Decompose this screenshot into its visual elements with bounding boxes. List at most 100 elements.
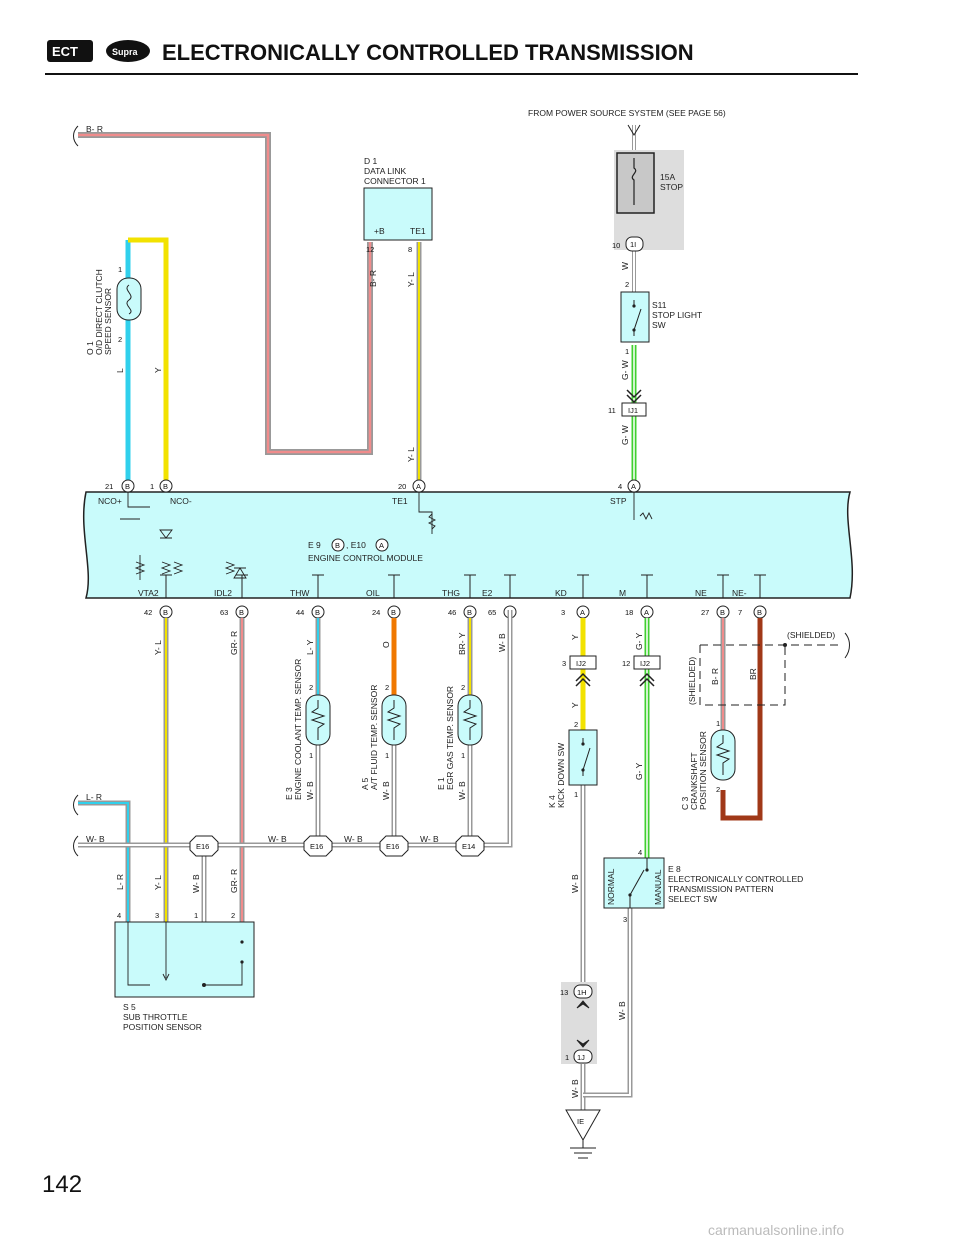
junction-1j-label: 1J bbox=[577, 1053, 585, 1062]
ecm-bottom-pin-num: 3 bbox=[561, 608, 565, 617]
stop-sw-id: S11 bbox=[652, 300, 667, 310]
wire-yl-label-dl2: Y- L bbox=[406, 447, 416, 462]
supra-logo-label: Supra bbox=[112, 47, 139, 57]
kick-id: K 4 bbox=[547, 795, 557, 808]
crank-pin1: 1 bbox=[716, 719, 720, 728]
e8-pin4: 4 bbox=[638, 848, 642, 857]
ecm-conn-a bbox=[375, 538, 389, 552]
data-link-pin-te1: TE1 bbox=[410, 226, 426, 236]
wire-break-icon bbox=[73, 794, 79, 857]
e8-name1: ELECTRONICALLY CONTROLLED bbox=[668, 874, 803, 884]
shielded-label-2: (SHIELDED) bbox=[687, 657, 697, 705]
ecm-bottom-pin-num: 18 bbox=[625, 608, 633, 617]
ecm-bottom-pin-label: VTA2 bbox=[138, 588, 159, 598]
wire-gw-label-1: G- W bbox=[620, 360, 630, 380]
ecm-bottom-pin-label: KD bbox=[555, 588, 567, 598]
ecm-bottom-pin-label: IDL2 bbox=[214, 588, 232, 598]
ecm-id-e10: , E10 bbox=[346, 540, 366, 550]
wire-wb-label-gnd: W- B bbox=[570, 1079, 580, 1098]
od-pin1: 1 bbox=[118, 265, 122, 274]
ecm-bottom-pin-conn: B bbox=[467, 608, 472, 617]
wire-lr-core bbox=[78, 802, 129, 925]
ecm-pin-1-num: 1 bbox=[150, 482, 154, 491]
data-link-id: D 1 bbox=[364, 156, 378, 166]
ecm-pin-20-num: 20 bbox=[398, 482, 406, 491]
s5-name2: POSITION SENSOR bbox=[123, 1022, 202, 1032]
ecm-top-pins: 21 B NCO+ 1 B NCO- 20 A TE1 4 A STP bbox=[98, 479, 641, 506]
data-link-num8: 8 bbox=[408, 245, 412, 254]
wire-br-main-core bbox=[78, 133, 372, 454]
crank-sensor bbox=[710, 729, 736, 781]
atf-name: A/T FLUID TEMP. SENSOR bbox=[369, 685, 379, 790]
egr-pin1: 1 bbox=[461, 751, 465, 760]
ecm-pin-20-conn: A bbox=[416, 482, 421, 491]
wire-wb-label-e3: W- B bbox=[305, 781, 315, 800]
ecm-pin-stub bbox=[504, 574, 516, 598]
ecm-bottom-pin-num: 24 bbox=[372, 608, 380, 617]
data-link-name1: DATA LINK bbox=[364, 166, 407, 176]
ect-badge-label: ECT bbox=[52, 44, 78, 59]
stop-sw-name2: SW bbox=[652, 320, 666, 330]
data-link-connector bbox=[363, 187, 433, 241]
wire-ly-label: L- Y bbox=[305, 639, 315, 655]
wire-y-label-kd2: Y bbox=[570, 702, 580, 708]
e8-name2: TRANSMISSION PATTERN bbox=[668, 884, 773, 894]
shield-outline bbox=[699, 644, 840, 706]
ecm-label-nco-plus: NCO+ bbox=[98, 496, 122, 506]
atf-pin2: 2 bbox=[385, 683, 389, 692]
ecm-bottom-pin-label: NE- bbox=[732, 588, 747, 598]
atf-pin1: 1 bbox=[385, 751, 389, 760]
ecm-bottom-pin-conn: B bbox=[720, 608, 725, 617]
wire-wb-label-e2: W- B bbox=[497, 633, 507, 652]
ecm-body bbox=[82, 491, 854, 599]
junction-1i-num: 10 bbox=[612, 241, 620, 250]
junction-ij2a bbox=[569, 655, 597, 670]
coolant-pin1: 1 bbox=[309, 751, 313, 760]
egr-pin2: 2 bbox=[461, 683, 465, 692]
wire-yl-label-vta: Y- L bbox=[153, 640, 163, 655]
wire-wb-label-2: W- B bbox=[268, 834, 287, 844]
wire-wb-label-1: W- B bbox=[86, 834, 105, 844]
page-title: ELECTRONICALLY CONTROLLED TRANSMISSION bbox=[162, 40, 694, 65]
kick-name: KICK DOWN SW bbox=[556, 743, 566, 808]
wire-lr-label-1: L- R bbox=[86, 792, 102, 802]
stop-light-switch bbox=[620, 291, 650, 343]
junction-1j-num: 1 bbox=[565, 1053, 569, 1062]
ecm-pin-1-conn: B bbox=[163, 482, 168, 491]
od-sensor-body bbox=[116, 277, 142, 321]
sub-throttle-sensor bbox=[114, 921, 255, 998]
ecm-bottom-pin-num: 27 bbox=[701, 608, 709, 617]
wire-wb-label-4: W- B bbox=[420, 834, 439, 844]
wire-br-r-label-crank: B- R bbox=[710, 668, 720, 685]
data-link-num12: 12 bbox=[366, 245, 374, 254]
egr-sensor bbox=[457, 694, 483, 746]
egr-id: E 1 bbox=[436, 777, 446, 790]
crank-name1: CRANKSHAFT bbox=[689, 752, 699, 810]
splice-e16-3 bbox=[379, 835, 409, 857]
coolant-id: E 3 bbox=[284, 787, 294, 800]
ecm-pin-21-conn: B bbox=[125, 482, 130, 491]
ecm-pin-stub bbox=[717, 574, 729, 598]
ecm-label-te1: TE1 bbox=[392, 496, 408, 506]
junction-ij1-label: IJ1 bbox=[628, 406, 638, 415]
junction-ij1-num: 11 bbox=[608, 406, 616, 415]
header: ECT Supra ELECTRONICALLY CONTROLLED TRAN… bbox=[45, 40, 858, 75]
junction-1h bbox=[573, 984, 593, 999]
kick-pin2: 2 bbox=[574, 720, 578, 729]
ground-icon bbox=[570, 1140, 596, 1159]
e8-pin3: 3 bbox=[623, 915, 627, 924]
wire-break-icon bbox=[844, 632, 850, 659]
splice-e16-2 bbox=[303, 835, 333, 857]
ecm-pin-4-num: 4 bbox=[618, 482, 622, 491]
power-source-label: FROM POWER SOURCE SYSTEM (SEE PAGE 56) bbox=[528, 108, 726, 118]
junction-ij2b-num: 12 bbox=[622, 659, 630, 668]
junction-1h-num: 13 bbox=[560, 988, 568, 997]
s5-name1: SUB THROTTLE bbox=[123, 1012, 188, 1022]
thermistor-icon bbox=[386, 700, 402, 740]
wire-wb-label-3: W- B bbox=[344, 834, 363, 844]
fuse-icon bbox=[631, 158, 637, 205]
s5-pin4: 4 bbox=[117, 911, 121, 920]
connector-chevron-icon bbox=[639, 672, 655, 687]
wire-wb-label-kd: W- B bbox=[570, 874, 580, 893]
